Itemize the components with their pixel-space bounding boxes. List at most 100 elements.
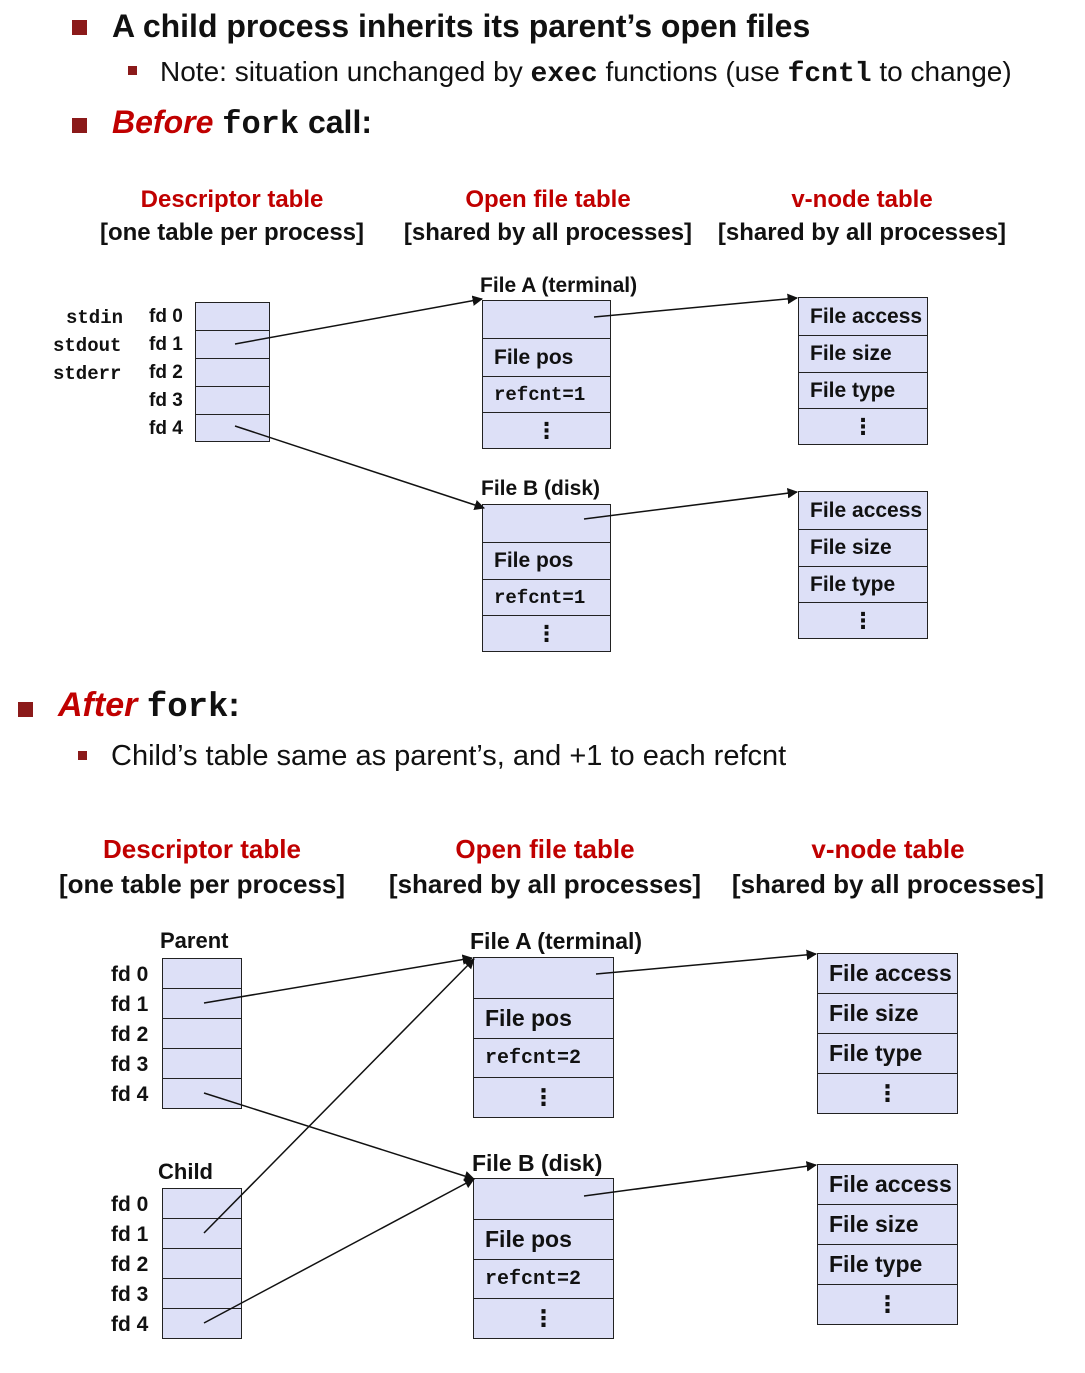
arrow-fd4-to-file-b [234,425,485,511]
bullet-square [72,118,87,133]
arrow-parent-fd1-to-file-a [203,954,474,1004]
vnode-b2-file-type: File type [817,1244,958,1285]
bullet-square [18,702,33,717]
fd4-label: fd 4 [149,418,183,439]
after-word: After [58,686,138,724]
file-b-title-2: File B (disk) [472,1150,603,1176]
colon: : [228,686,240,724]
child-cell-fd1 [162,1218,242,1249]
vnode-a-file-access: File access [798,297,928,336]
note-pre: Note: situation unchanged by [160,56,531,87]
vnode-b2-file-size: File size [817,1204,958,1245]
descriptor-subtitle: [one table per process] [99,219,365,246]
vnode-b-file-type: File type [798,566,928,603]
child-fd0-label: fd 0 [111,1193,149,1216]
descriptor-subtitle-2: [one table per process] [58,869,346,899]
child-table-note: Child’s table same as parent’s, and +1 t… [111,740,787,772]
descriptor-cell-fd0 [195,302,270,331]
child-fd4-label: fd 4 [111,1313,149,1336]
fd0-label: fd 0 [149,306,183,327]
fd3-label: fd 3 [149,390,183,411]
note-mid: functions (use [597,56,788,87]
child-fd2-label: fd 2 [111,1253,149,1276]
file-b-row-0 [482,504,611,543]
note-line: Note: situation unchanged by exec functi… [160,56,1012,90]
parent-cell-fd4 [162,1078,242,1109]
arrow-file-b-to-vnode-b [583,487,799,520]
note-exec: exec [530,59,598,90]
arrow-fd1-to-file-a [234,295,484,345]
child-cell-fd3 [162,1278,242,1309]
file-a2-row-0 [473,957,614,999]
vnode-a-ellipsis: ⋮ [798,408,928,445]
stdin-label: stdin [66,307,124,329]
parent-fd0-label: fd 0 [111,963,149,986]
parent-label: Parent [160,928,229,953]
arrow-file-a2-to-vnode-a2 [595,949,818,975]
fork-code-2: fork [146,689,229,727]
arrow-parent-fd4-to-file-b [203,1092,476,1182]
open-file-title: Open file table [465,186,631,213]
bullet-square-small [128,66,137,75]
parent-cell-fd2 [162,1018,242,1049]
arrow-child-fd1-to-file-a [203,958,475,1234]
file-a-row-0 [482,300,611,339]
file-a2-ellipsis: ⋮ [473,1077,614,1118]
child-fd1-label: fd 1 [111,1223,149,1246]
arrow-file-b2-to-vnode-b2 [583,1161,818,1197]
descriptor-cell-fd3 [195,386,270,415]
before-word: Before [112,104,214,140]
file-b2-ellipsis: ⋮ [473,1298,614,1339]
parent-cell-fd3 [162,1048,242,1079]
descriptor-title: Descriptor table [140,186,324,213]
bullet-square-small [78,751,87,760]
file-a-title: File A (terminal) [480,274,638,297]
file-a-ellipsis: ⋮ [482,412,611,449]
vnode-subtitle-2: [shared by all processes] [731,869,1045,899]
child-cell-fd4 [162,1308,242,1339]
file-a-refcnt: refcnt=1 [482,376,611,413]
parent-cell-fd0 [162,958,242,989]
descriptor-title-2: Descriptor table [103,834,301,864]
file-b-file-pos: File pos [482,542,611,580]
after-fork-heading: After fork: [58,686,240,727]
file-a-file-pos: File pos [482,338,611,377]
child-label: Child [158,1159,213,1184]
open-file-subtitle-2: [shared by all processes] [388,869,702,899]
vnode-title: v-node table [791,186,933,213]
vnode-a2-file-access: File access [817,953,958,994]
vnode-b2-ellipsis: ⋮ [817,1284,958,1325]
vnode-b-file-access: File access [798,491,928,530]
file-b-ellipsis: ⋮ [482,615,611,652]
vnode-a2-ellipsis: ⋮ [817,1073,958,1114]
file-a-title-2: File A (terminal) [470,928,643,954]
arrow-child-fd4-to-file-b [203,1178,475,1324]
vnode-a2-file-type: File type [817,1033,958,1074]
child-fd3-label: fd 3 [111,1283,149,1306]
vnode-a-file-size: File size [798,335,928,373]
vnode-title-2: v-node table [811,834,965,864]
bullet-child-inherits: A child process inherits its parent’s op… [112,8,811,44]
parent-fd2-label: fd 2 [111,1023,149,1046]
parent-fd1-label: fd 1 [111,993,149,1016]
fd2-label: fd 2 [149,362,183,383]
stderr-label: stderr [53,363,122,385]
open-file-subtitle: [shared by all processes] [403,219,693,246]
vnode-subtitle: [shared by all processes] [717,219,1007,246]
file-b-title: File B (disk) [481,477,601,500]
open-file-title-2: Open file table [455,834,635,864]
vnode-b-ellipsis: ⋮ [798,602,928,639]
descriptor-cell-fd4 [195,414,270,442]
file-a2-file-pos: File pos [473,998,614,1039]
call-word: call: [299,104,372,140]
parent-fd4-label: fd 4 [111,1083,149,1106]
vnode-b-file-size: File size [798,529,928,567]
vnode-a-file-type: File type [798,372,928,409]
file-b2-file-pos: File pos [473,1219,614,1260]
note-post: to change) [871,56,1012,87]
arrow-file-a-to-vnode-a [593,293,799,318]
parent-fd3-label: fd 3 [111,1053,149,1076]
fd1-label: fd 1 [149,334,183,355]
bullet-square [72,20,87,35]
